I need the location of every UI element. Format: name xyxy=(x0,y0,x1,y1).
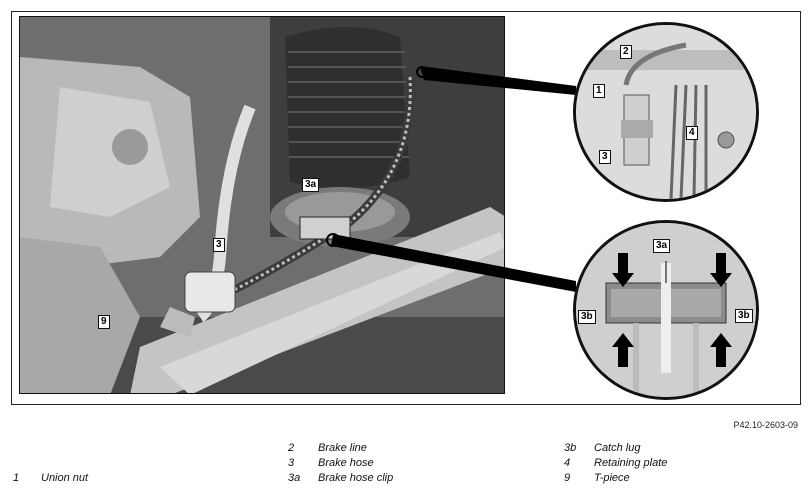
legend-text: Brake line xyxy=(318,442,367,454)
legend-num: 1 xyxy=(13,472,20,484)
legend-text: Brake hose xyxy=(318,457,374,469)
callout-photo-3: 3 xyxy=(213,238,225,252)
callout-top-3: 3 xyxy=(599,150,611,164)
callout-photo-3a: 3a xyxy=(302,178,320,192)
callout-bottom-3b-left: 3b xyxy=(578,310,596,324)
callout-top-1: 1 xyxy=(593,84,605,98)
callout-bottom-3b-right: 3b xyxy=(735,309,753,323)
arrow-up-right-icon xyxy=(710,333,732,367)
arrow-up-left-icon xyxy=(612,333,634,367)
legend-num: 4 xyxy=(564,457,571,469)
arrow-down-left-icon xyxy=(612,253,634,287)
legend-text: T-piece xyxy=(594,472,630,484)
legend-text: Brake hose clip xyxy=(318,472,394,484)
figure-id: P42.10-2603-09 xyxy=(733,420,798,430)
legend-num: 2 xyxy=(288,442,295,454)
callout-photo-9: 9 xyxy=(98,315,110,329)
legend-text: Union nut xyxy=(41,472,89,484)
legend-num: 3a xyxy=(288,472,301,484)
callout-top-4: 4 xyxy=(686,126,698,140)
legend-text: Catch lug xyxy=(594,442,641,454)
inset-top-drawing xyxy=(576,25,756,199)
legend-text: Retaining plate xyxy=(594,457,668,469)
inset-top-detail xyxy=(573,22,759,202)
arrow-down-right-icon xyxy=(710,253,732,287)
inset-bottom-detail xyxy=(573,220,759,400)
legend-num: 3 xyxy=(288,457,295,469)
legend-num: 9 xyxy=(564,472,571,484)
callout-top-2: 2 xyxy=(620,45,632,59)
callout-bottom-3a: 3a xyxy=(653,239,671,253)
legend-num: 3b xyxy=(564,442,577,454)
